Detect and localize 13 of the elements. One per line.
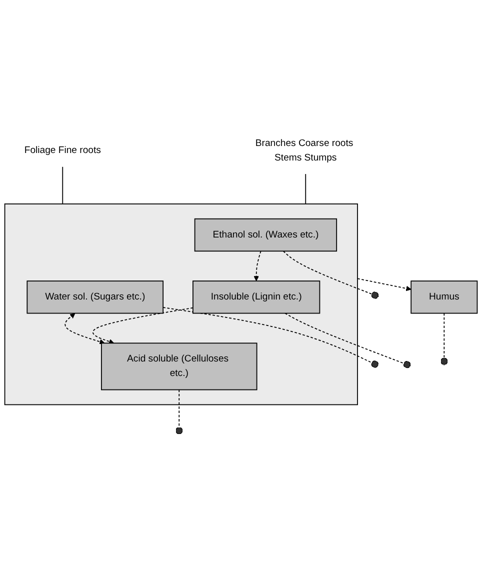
- pool-box: Water sol. (Sugars etc.): [26, 280, 164, 314]
- flow-arrow: [254, 250, 262, 282]
- pool-box: Ethanol sol. (Waxes etc.): [194, 218, 338, 252]
- pool-box: Acid soluble (Celluloses etc.): [100, 342, 258, 390]
- flow-arrow: [357, 278, 412, 292]
- flow-arrow: [92, 307, 194, 344]
- pool-box: Insoluble (Lignin etc.): [192, 280, 320, 314]
- litter-label: Branches Coarse roots Stems Stumps: [255, 138, 354, 163]
- flow-arrow: [64, 313, 105, 344]
- litter-label: Foliage Fine roots: [24, 145, 101, 156]
- connector-line: [305, 174, 306, 204]
- connector-line: [62, 166, 64, 204]
- pool-box: Humus: [410, 280, 478, 314]
